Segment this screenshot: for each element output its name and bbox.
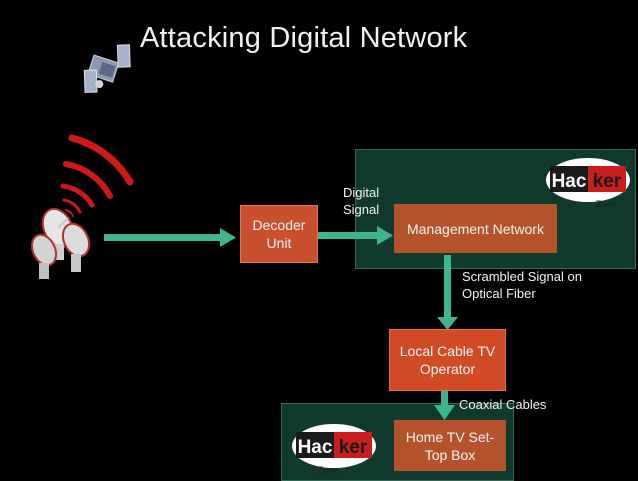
hackerzone-top-text2: ker [593, 171, 622, 192]
hackerzone-bottom-text1: Hac [298, 437, 333, 458]
satellite-dish-icon [30, 207, 91, 279]
hackerzone-bottom-text2: ker [339, 437, 368, 458]
management-network-node: Management Network [394, 204, 557, 253]
local-cable-operator-node: Local Cable TV Operator [389, 329, 506, 391]
decoder-unit-node: Decoder Unit [240, 205, 318, 263]
arrows [104, 226, 458, 420]
hackerzone-logo-top: Hac ker Zone [544, 156, 632, 210]
hackerzone-top-text1: Hac [552, 171, 587, 192]
signal-waves-icon [60, 134, 134, 217]
digital-signal-label: Digital Signal [343, 185, 380, 217]
page-title: Attacking Digital Network [140, 22, 468, 54]
hackerzone-top-sub: Zone [596, 199, 617, 209]
local-cable-operator-label: Local Cable TV Operator [399, 343, 496, 377]
hackerzone-bottom-sub: Zone [318, 465, 339, 475]
coaxial-cables-label: Coaxial Cables [459, 397, 547, 412]
hackerzone-logo-bottom-art: Hac ker Zone [292, 424, 376, 475]
satellite-icon [83, 44, 131, 93]
decoder-unit-label: Decoder Unit [252, 217, 306, 251]
hackerzone-logo-bottom: Hac ker Zone [290, 422, 378, 476]
home-tv-settop-node: Home TV Set-Top Box [394, 420, 506, 471]
hackerzone-logo-top-art: Hac ker Zone [546, 158, 630, 209]
scrambled-signal-label: Scrambled Signal on Optical Fiber [462, 269, 582, 301]
management-network-label: Management Network [407, 220, 544, 237]
home-tv-settop-label: Home TV Set-Top Box [405, 428, 495, 463]
